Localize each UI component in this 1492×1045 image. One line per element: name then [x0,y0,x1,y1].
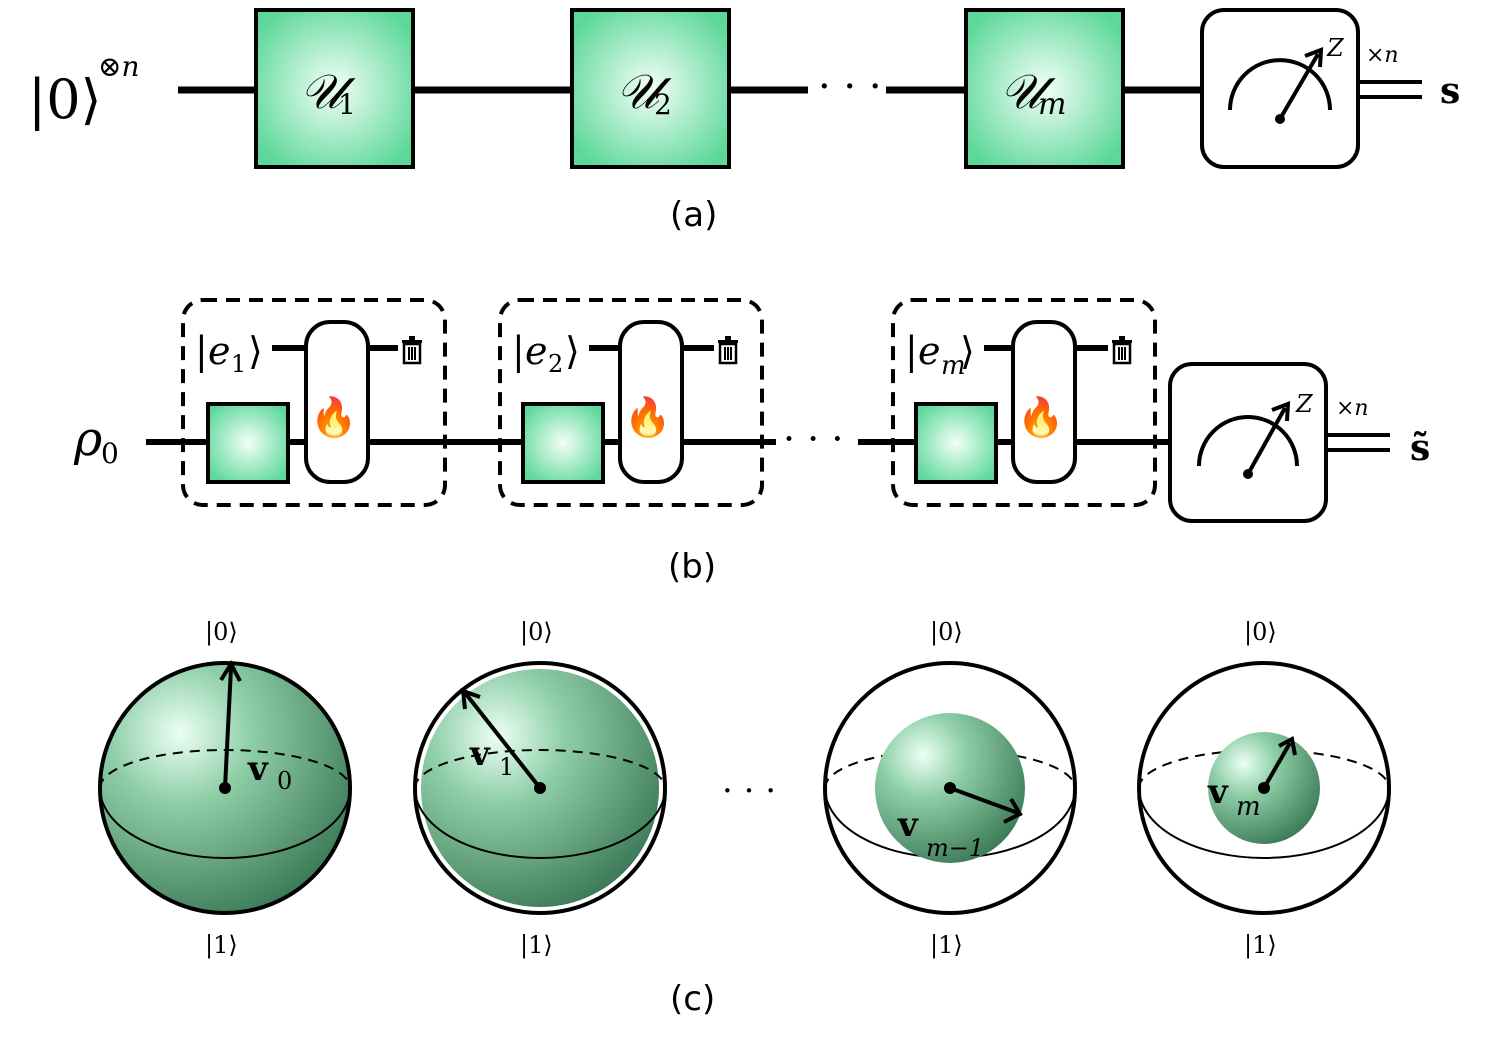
noisy-block-2: | e 2 ⟩ 🔥 [498,298,764,507]
dashed-frame [181,298,447,507]
bloch-vector-arrow [464,692,542,790]
panel-c: |0⟩ v 0 |1⟩ |0⟩ v 1 |1⟩ · · · [98,618,1391,1019]
ket-one-label: |1⟩ [930,931,963,960]
env-ket-open: | [905,329,918,373]
measurement-meter-a: Z [1200,8,1360,169]
trash-icon [402,336,422,365]
vector-subscript: 0 [277,767,292,795]
trash-icon [718,336,738,365]
env-ket-close: ⟩ [248,329,263,373]
ket-zero-label: |0⟩ [205,618,238,647]
noise-channel [304,320,370,484]
panel-b: ρ 0 · · · | e 1 ⟩ 🔥 [73,298,1430,587]
meter-basis-label: Z [1326,34,1345,62]
output-label-a: s [1440,70,1460,112]
bloch-sphere-m: |0⟩ v m |1⟩ [1137,618,1391,960]
env-ket-sub: m [941,351,966,381]
meter-basis-label: Z [1295,390,1314,418]
vector-label: v [1207,772,1229,812]
env-ket: e [525,329,548,373]
output-label-b: s̃ [1410,427,1430,469]
ket-one-label: |1⟩ [205,931,238,960]
bloch-sphere-m-1: |0⟩ v m−1 |1⟩ [823,618,1077,960]
dashed-frame [891,298,1157,507]
env-ket: e [918,329,941,373]
vector-subscript: m [1236,792,1261,822]
panel-a: |0⟩ ⊗n · · · 𝒰 1 𝒰 2 𝒰 m [28,8,1460,235]
meter-arc-icon [1197,415,1299,467]
vector-label: v [469,734,491,774]
repeat-label-a: ×n [1366,43,1399,68]
caption-c: (c) [670,979,715,1019]
noisy-block-m: | e m ⟩ 🔥 [891,298,1157,507]
input-power-a: ⊗n [98,50,140,83]
bloch-vector-arrow [949,786,1019,815]
equator-front [414,787,666,859]
fire-icon: 🔥 [1017,395,1064,439]
env-ket: e [208,329,231,373]
input-ket-a: |0⟩ [28,68,102,131]
bloch-sphere-1: |0⟩ v 1 |1⟩ [413,618,667,960]
caption-b: (b) [668,547,716,587]
vector-label: v [247,749,269,789]
bloch-vector-arrow [1262,741,1292,790]
ellipsis-a: · · · [818,64,882,110]
bloch-sphere-0: |0⟩ v 0 |1⟩ [98,618,352,960]
input-rho: ρ [73,411,102,467]
gate-subscript: m [1038,87,1066,122]
bloch-vector-arrow [223,667,233,789]
vector-label: v [897,805,919,845]
vector-subscript: 1 [499,753,514,781]
noise-channel [1011,320,1077,484]
unitary-gate-2: 𝒰 2 [570,8,731,169]
equator-front [1138,787,1390,859]
env-ket-open: | [512,329,525,373]
env-ket-sub: 2 [548,350,563,378]
ket-one-label: |1⟩ [520,931,553,960]
input-state-b: ρ 0 [73,411,119,470]
gate-subscript: 2 [654,88,672,121]
fire-icon: 🔥 [624,395,671,439]
noise-channel [618,320,684,484]
dashed-frame [498,298,764,507]
ket-zero-label: |0⟩ [520,618,553,647]
env-ket-close: ⟩ [565,329,580,373]
vector-subscript: m−1 [926,834,984,862]
equator-back [414,749,666,789]
measurement-meter-b: Z [1168,362,1328,523]
meter-needle-icon [1278,52,1320,121]
env-ket-close: ⟩ [960,329,975,373]
input-rho-sub: 0 [101,437,119,470]
unitary-gate-m: 𝒰 m [964,8,1125,169]
unitary-gate-small [521,402,605,484]
meter-needle-icon [1246,407,1287,475]
unitary-gate-small [206,402,290,484]
ellipsis-b: · · · [783,417,843,461]
noisy-block-1: | e 1 ⟩ 🔥 [181,298,447,507]
ket-zero-label: |0⟩ [1244,618,1277,647]
ket-zero-label: |0⟩ [930,618,963,647]
repeat-label-b: ×n [1336,396,1369,421]
trash-icon [1112,336,1132,365]
meter-arc-icon [1228,58,1332,111]
unitary-gate-1: 𝒰 1 [254,8,415,169]
gate-subscript: 1 [338,88,356,121]
ellipsis-c: · · · [722,771,776,811]
env-ket-sub: 1 [231,350,246,378]
ket-one-label: |1⟩ [1244,931,1277,960]
equator-front [99,787,351,859]
unitary-gate-small [914,402,998,484]
caption-a: (a) [670,195,717,235]
fire-icon: 🔥 [310,395,357,439]
input-state-a: |0⟩ ⊗n [28,50,140,131]
env-ket-open: | [195,329,208,373]
